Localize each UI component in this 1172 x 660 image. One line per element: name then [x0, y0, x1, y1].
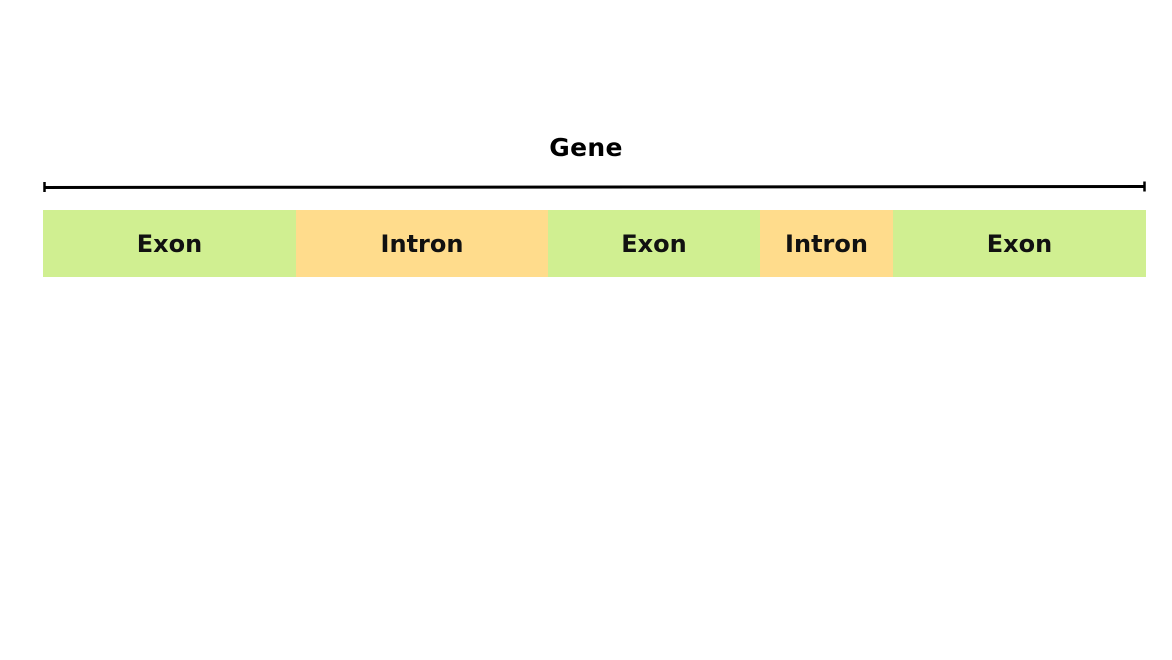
gene-span-line-main: [43, 185, 1146, 189]
gene-span-line: [43, 181, 1146, 192]
intron-segment-2: Intron: [760, 210, 893, 277]
gene-segment-track: Exon Intron Exon Intron Exon: [43, 210, 1146, 277]
exon-segment-1: Exon: [43, 210, 296, 277]
intron-label-1: Intron: [380, 229, 464, 258]
exon-segment-2: Exon: [548, 210, 760, 277]
exon-label-2: Exon: [621, 229, 687, 258]
intron-label-2: Intron: [785, 229, 868, 258]
intron-segment-1: Intron: [296, 210, 548, 277]
exon-label-1: Exon: [136, 229, 203, 258]
exon-label-3: Exon: [986, 229, 1053, 258]
gene-title: Gene: [549, 133, 623, 162]
exon-segment-3: Exon: [893, 210, 1146, 277]
